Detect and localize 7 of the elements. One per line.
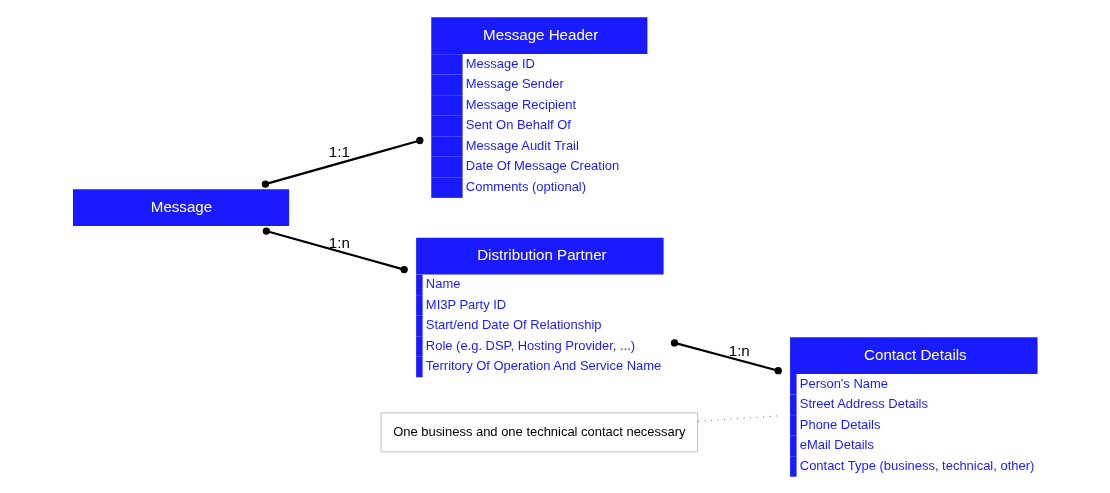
edge-label: 1:1 <box>328 143 350 161</box>
connector <box>670 339 782 375</box>
connector <box>261 136 424 188</box>
edge-label: 1:n <box>728 341 750 359</box>
node-box: One business and one technical contact necessary <box>380 412 698 453</box>
connector <box>262 227 408 274</box>
edge-label: 1:n <box>328 233 350 251</box>
